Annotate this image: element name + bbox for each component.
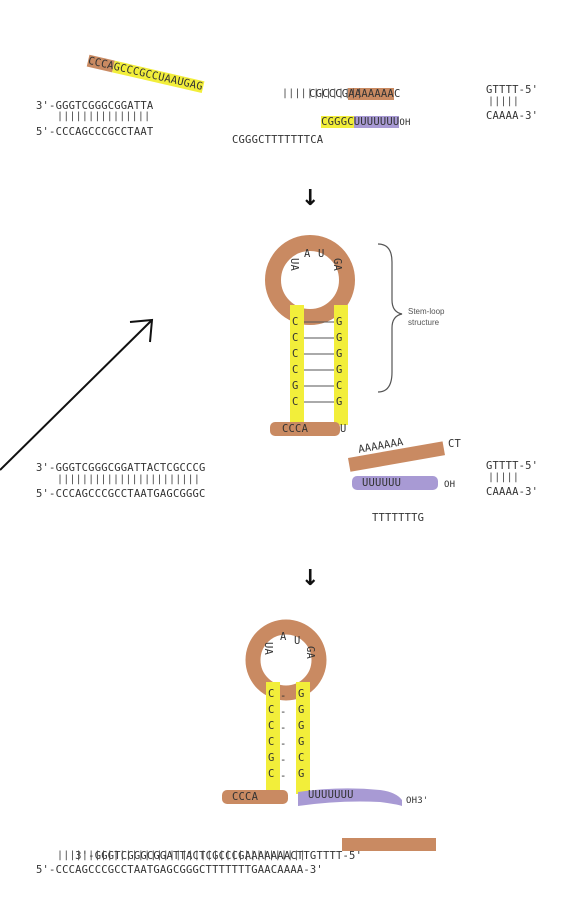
p3-bottom-strand: 5'-CCCAGCCCGCCTAATGAGCGGGCTTTTTTTGAACAAA… — [36, 864, 323, 876]
p3-stem-left-2: C — [268, 720, 275, 732]
p3-loop-letter-top-2: U — [294, 635, 301, 647]
p3-stem-right-2: G — [298, 720, 305, 732]
p3-stem-right-0: G — [298, 688, 305, 700]
p3-stem-left-3: C — [268, 736, 275, 748]
p3-stem-right-4: C — [298, 752, 305, 764]
p3-stem-left-5: C — [268, 768, 275, 780]
p3-tail-purple-text: UUUUUUU — [308, 789, 354, 801]
p3-tail-oh: OH3' — [406, 796, 428, 806]
p3-loop-letters-right: GA — [304, 646, 316, 659]
p3-basepair-dashes: ------ — [280, 688, 287, 784]
p3-stem-right-1: G — [298, 704, 305, 716]
p3-tail-orange-text: CCCA — [232, 791, 258, 803]
p3-stem-left-0: C — [268, 688, 275, 700]
p3-stem-right-5: G — [298, 768, 305, 780]
p3-stem-left-4: G — [268, 752, 275, 764]
p3-stem-right-3: G — [298, 736, 305, 748]
p3-loop-letters-left: UA — [262, 642, 274, 655]
p3-ticks: |||||||||||||||||||||||||||||||||||||||| — [57, 850, 306, 861]
p3-loop-letter-top: A — [280, 631, 287, 643]
p3-stem-left-1: C — [268, 704, 275, 716]
